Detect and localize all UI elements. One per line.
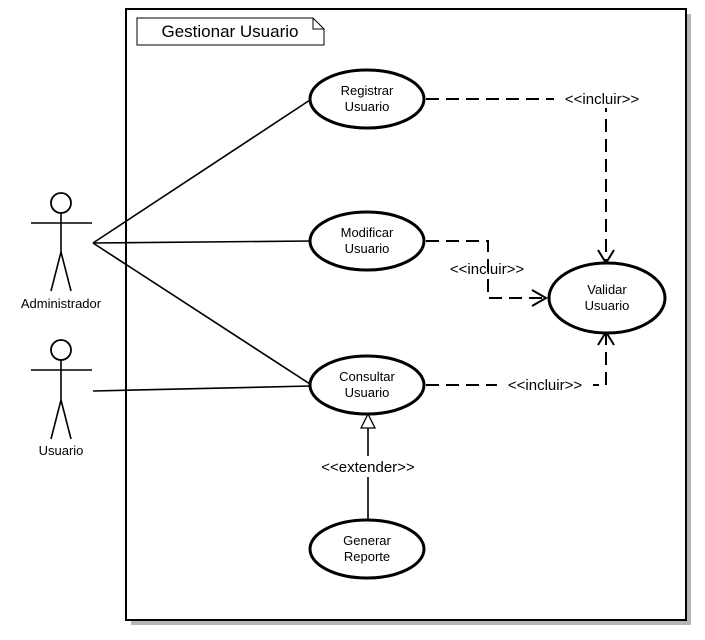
assoc-admin-registrar [92, 99, 311, 244]
include-registrar-label: <<incluir>> [565, 91, 639, 108]
actor-admin-head [50, 192, 72, 214]
use-case-modificar-usuario[interactable]: Modificar Usuario [308, 210, 426, 272]
actor-admin-leg-right [60, 251, 72, 292]
use-case-generar-shape [308, 518, 426, 580]
use-case-validar-line2: Usuario [585, 298, 630, 313]
system-title-note: Gestionar Usuario [136, 17, 325, 46]
use-case-consultar-shape [308, 354, 426, 416]
use-case-generar-line1: Generar [343, 533, 391, 548]
use-case-registrar-shape [308, 68, 426, 130]
use-case-modificar-line1: Modificar [341, 225, 394, 240]
use-case-consultar-line2: Usuario [345, 385, 390, 400]
include-modificar-label: <<incluir>> [450, 261, 524, 278]
stick-figure-icon [31, 192, 92, 292]
use-case-generar-line2: Reporte [344, 549, 390, 564]
extend-label-bg [308, 456, 428, 477]
system-title: Gestionar Usuario [161, 22, 298, 41]
stick-figure-icon [31, 339, 92, 440]
include-modificar-line [426, 240, 545, 299]
actor-usuario[interactable]: Usuario [31, 339, 92, 458]
use-case-consultar-usuario[interactable]: Consultar Usuario [308, 354, 426, 416]
include-consultar-line [426, 333, 607, 386]
use-case-validar-shape [547, 261, 667, 335]
extend-label: <<extender>> [321, 459, 415, 476]
title-note-fold [312, 18, 324, 30]
assoc-user-consultar [92, 385, 311, 392]
use-case-registrar-usuario[interactable]: Registrar Usuario [308, 68, 426, 130]
title-note-outline [136, 17, 325, 46]
relation-labels: <<incluir>> <<incluir>> <<incluir>> <<ex… [308, 88, 650, 477]
use-case-consultar-line1: Consultar [339, 369, 395, 384]
use-case-registrar-line1: Registrar [341, 83, 394, 98]
use-case-registrar-line2: Usuario [345, 99, 390, 114]
use-case-modificar-line2: Usuario [345, 241, 390, 256]
actor-admin-label: Administrador [21, 296, 102, 311]
assoc-admin-modificar [92, 240, 311, 244]
assoc-admin-consultar [92, 242, 311, 385]
actor-user-label: Usuario [39, 443, 84, 458]
extend-arrowhead [359, 412, 377, 429]
associations [92, 99, 311, 392]
include-consultar-label-bg [497, 374, 593, 394]
use-case-validar-line1: Validar [587, 282, 627, 297]
include-registrar-label-bg [554, 88, 650, 108]
use-case-validar-usuario[interactable]: Validar Usuario [547, 261, 667, 335]
actor-user-leg-right [60, 399, 72, 440]
actor-administrador[interactable]: Administrador [21, 192, 102, 311]
actor-user-head [50, 339, 72, 361]
use-case-modificar-shape [308, 210, 426, 272]
include-consultar-label: <<incluir>> [508, 377, 582, 394]
use-case-generar-reporte[interactable]: Generar Reporte [308, 518, 426, 580]
actor-user-leg-left [50, 399, 62, 440]
include-modificar-arrowhead [531, 289, 549, 307]
actor-admin-leg-left [50, 251, 62, 292]
